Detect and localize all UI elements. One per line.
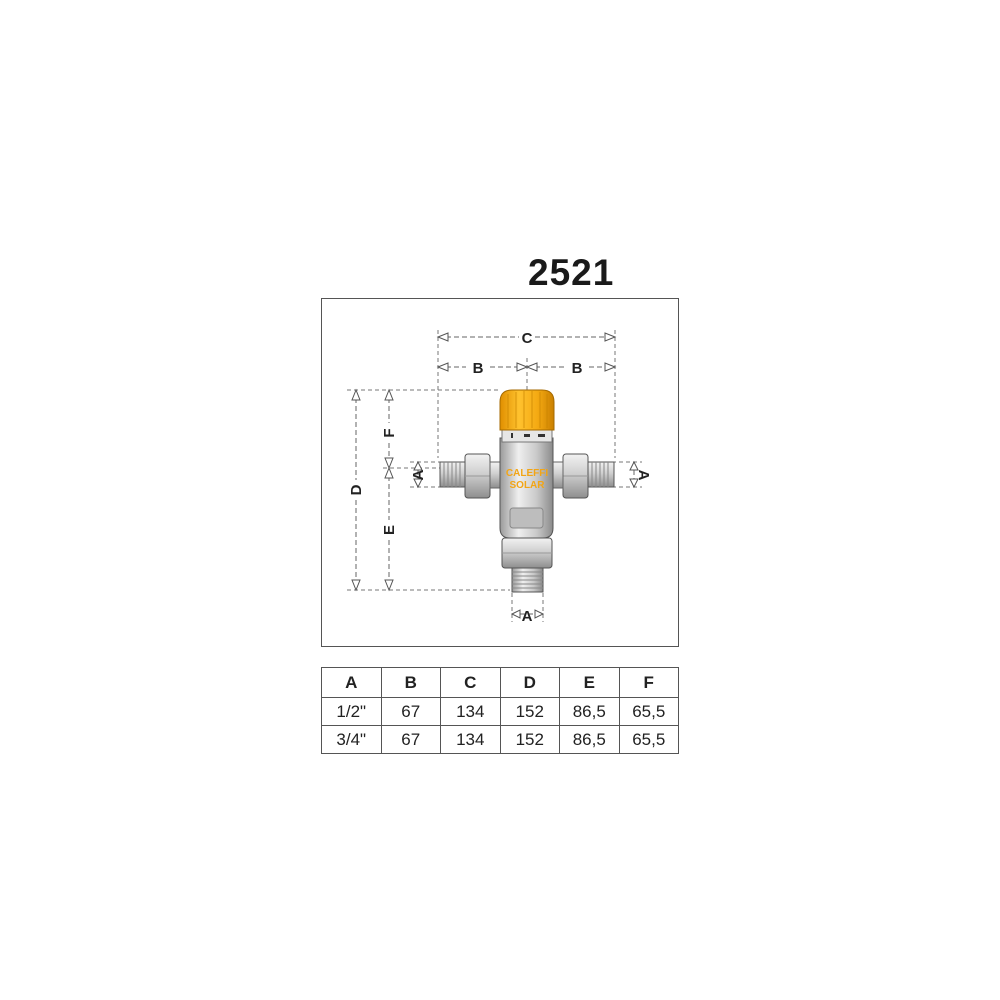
table-cell: 3/4" <box>321 725 382 754</box>
table-cell: 65,5 <box>618 725 679 754</box>
dim-label-c: C <box>522 330 533 347</box>
column-header: E <box>559 667 620 698</box>
table-cell: 86,5 <box>559 697 620 726</box>
table-cell: 67 <box>380 697 441 726</box>
extension-lines <box>347 330 642 622</box>
dim-label-f: F <box>381 428 398 437</box>
table-cell: 65,5 <box>618 697 679 726</box>
table-row: 1/2" 67 134 152 86,5 65,5 <box>321 697 679 726</box>
table-cell: 134 <box>440 725 501 754</box>
table-cell: 67 <box>380 725 441 754</box>
table-cell: 134 <box>440 697 501 726</box>
dim-label-d: D <box>348 484 365 495</box>
table-cell: 86,5 <box>559 725 620 754</box>
dim-label-b-left: B <box>473 360 484 377</box>
brand-logo-line2: SOLAR <box>510 480 546 491</box>
column-header: D <box>499 667 560 698</box>
table-cell: 152 <box>499 697 560 726</box>
table-cell: 152 <box>499 725 560 754</box>
column-header: F <box>618 667 679 698</box>
dimension-arrows <box>351 332 639 619</box>
dim-label-a-right: A <box>635 470 652 481</box>
dim-label-a-bottom: A <box>522 608 533 625</box>
table-row: 3/4" 67 134 152 86,5 65,5 <box>321 725 679 754</box>
brand-logo-line1: CALEFFI <box>506 468 548 479</box>
column-header: C <box>440 667 501 698</box>
mixing-valve-image: CALEFFI SOLAR <box>439 389 615 593</box>
table-header-row: A B C D E F <box>321 667 679 698</box>
dim-label-e: E <box>381 525 398 535</box>
dim-label-b-right: B <box>572 360 583 377</box>
model-number: 2521 <box>528 252 615 293</box>
dim-label-a-left: A <box>410 469 427 480</box>
dimensions-table: A B C D E F 1/2" 67 134 152 86,5 65,5 3/… <box>321 667 679 754</box>
column-header: B <box>380 667 441 698</box>
column-header: A <box>321 667 382 698</box>
drawing-frame <box>321 298 679 647</box>
table-cell: 1/2" <box>321 697 382 726</box>
